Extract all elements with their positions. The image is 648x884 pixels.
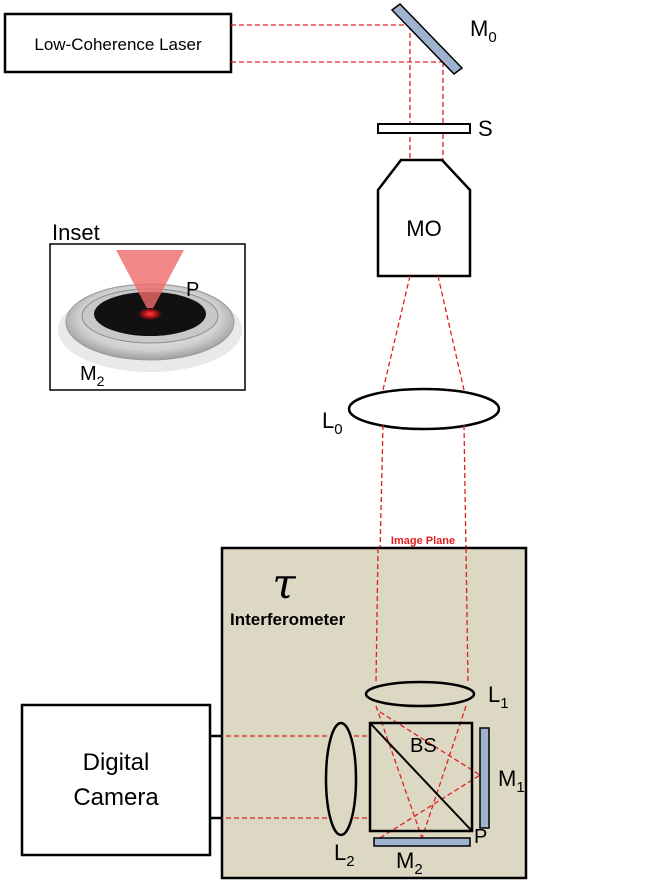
lens-l0-label: L0 bbox=[322, 408, 343, 438]
interferometer-label: Interferometer bbox=[230, 610, 346, 629]
mirror-m0-label: M0 bbox=[470, 16, 497, 46]
beam-in-box-right bbox=[465, 547, 469, 685]
image-plane-label: Image Plane bbox=[391, 535, 455, 547]
mirror-m2: M2 bbox=[373, 837, 471, 878]
digital-camera: Digital Camera bbox=[20, 703, 222, 857]
beam-mo-l0-left bbox=[382, 275, 411, 391]
lens-l1: L1 bbox=[364, 680, 509, 712]
beam-converge-right bbox=[421, 705, 467, 839]
inset-m2-label: M2 bbox=[80, 363, 105, 389]
camera-label-line1: Digital bbox=[83, 749, 150, 776]
interferometer-box: τ Interferometer bbox=[220, 546, 528, 880]
inset-title: Inset bbox=[52, 220, 100, 245]
inset-laser-spot bbox=[138, 308, 162, 320]
lens-l2-label: L2 bbox=[334, 840, 355, 870]
lens-l2: L2 bbox=[324, 721, 358, 870]
mirror-m1-label: M1 bbox=[498, 766, 525, 796]
beamsplitter: BS bbox=[368, 721, 474, 833]
laser-source: Low-Coherence Laser bbox=[3, 12, 233, 74]
shutter-label: S bbox=[478, 116, 493, 141]
beamsplitter-label: BS bbox=[410, 735, 437, 757]
microscope-objective: MO bbox=[376, 158, 472, 278]
camera-label-line2: Camera bbox=[73, 784, 159, 811]
lens-l1-label: L1 bbox=[488, 682, 509, 712]
inset-laser-cone bbox=[116, 250, 184, 314]
inset-panel: Inset P M2 bbox=[49, 220, 246, 391]
lens-l0: L0 bbox=[322, 387, 501, 438]
shutter: S bbox=[377, 116, 493, 141]
mirror-m0: M0 bbox=[390, 3, 497, 75]
mirror-m2-label: M2 bbox=[396, 848, 423, 878]
tau-symbol: τ bbox=[272, 559, 296, 608]
beam-mo-l0-right bbox=[437, 275, 465, 391]
objective-label: MO bbox=[406, 216, 441, 241]
beam-to-m1-lower bbox=[379, 774, 481, 839]
mirror-m1: M1 bbox=[479, 727, 525, 829]
laser-label: Low-Coherence Laser bbox=[34, 35, 202, 54]
inset-p-label: P bbox=[186, 279, 199, 301]
beam-in-box-left bbox=[375, 547, 379, 685]
sample-p-label: P bbox=[474, 826, 487, 848]
